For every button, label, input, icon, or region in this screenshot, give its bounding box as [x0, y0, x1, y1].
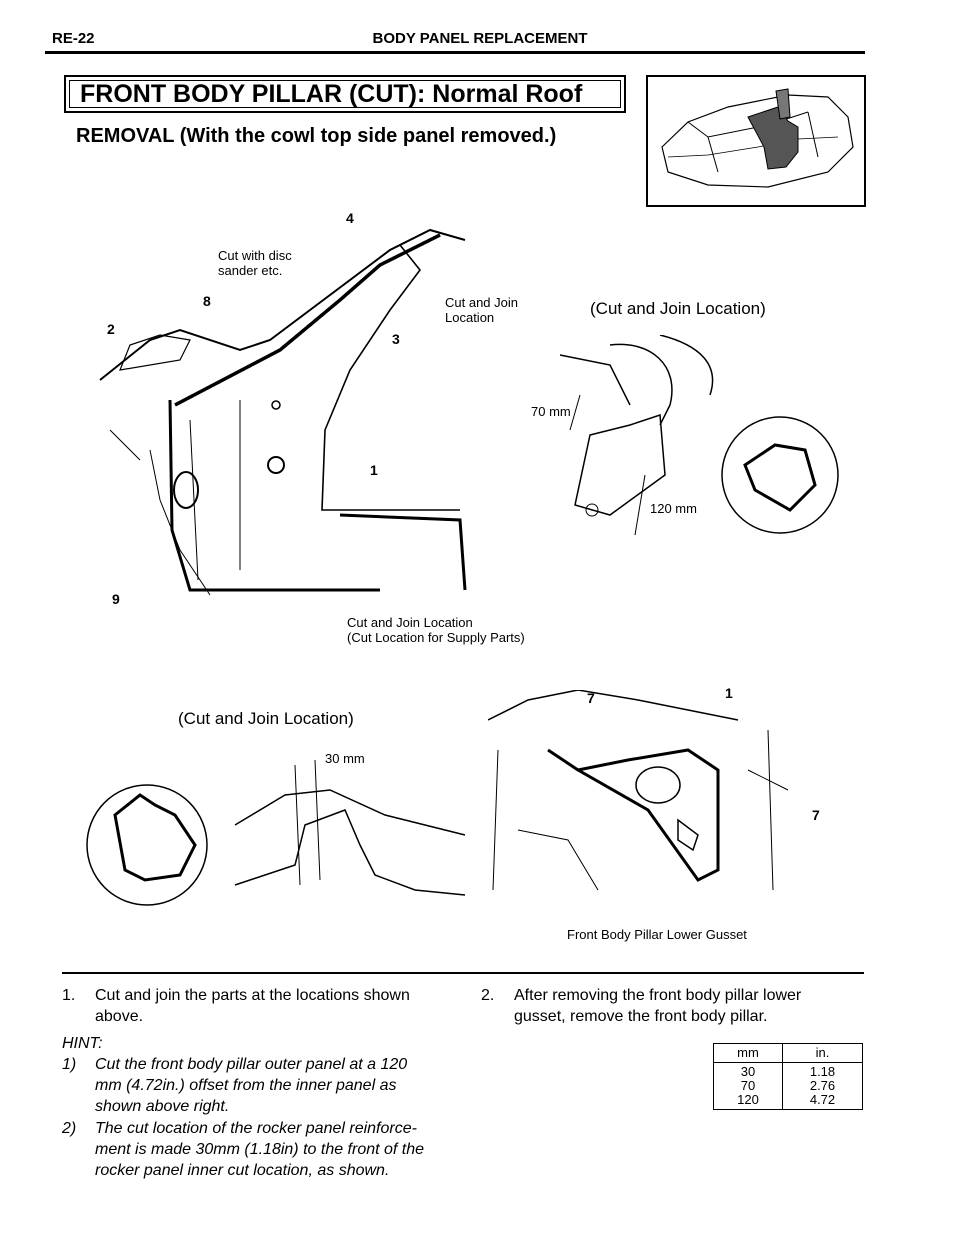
callout-9: 9: [112, 591, 120, 607]
cut-join-bottom-label: Cut and Join Location (Cut Location for …: [347, 615, 525, 645]
car-body-thumbnail: [646, 75, 866, 207]
hint-2: 2) The cut location of the rocker panel …: [62, 1118, 472, 1182]
callout-3: 3: [392, 331, 400, 347]
section-title: BODY PANEL REPLACEMENT: [372, 30, 588, 47]
callout-7b: 7: [812, 807, 820, 823]
callout-7a: 7: [587, 690, 595, 706]
removal-subtitle: REMOVAL (With the cowl top side panel re…: [76, 125, 557, 147]
dim-30-label: 30 mm: [325, 751, 365, 766]
table-header-in: in.: [782, 1043, 863, 1063]
callout-1: 1: [370, 462, 378, 478]
table-header-row: mm in.: [713, 1043, 863, 1063]
hint-2-line3: rocker panel inner cut location, as show…: [95, 1162, 390, 1179]
hint-2-number: 2): [62, 1120, 77, 1137]
dim-120-label: 120 mm: [650, 501, 697, 516]
gusset-label: Front Body Pillar Lower Gusset: [567, 927, 747, 942]
step-2-line1: After removing the front body pillar low…: [514, 987, 802, 1004]
step-1-line1: Cut and join the parts at the locations …: [95, 987, 410, 1004]
step-1: 1. Cut and join the parts at the locatio…: [62, 985, 462, 1027]
step-1-number: 1.: [62, 987, 76, 1004]
cut-join-right-label: (Cut and Join Location): [590, 299, 766, 318]
hint-2-line1: The cut location of the rocker panel rei…: [95, 1120, 417, 1137]
step-1-line2: above.: [95, 1008, 144, 1025]
rocker-cut-detail: [86, 759, 466, 906]
hint-1: 1) Cut the front body pillar outer panel…: [62, 1054, 462, 1118]
conversion-table: mm in. 30 70 120 1.18 2.76 4.72: [713, 1043, 863, 1110]
table-in-values: 1.18 2.76 4.72: [782, 1062, 863, 1110]
hint-heading: HINT:: [62, 1035, 103, 1052]
hint-1-line2: mm (4.72in.) offset from the inner panel…: [95, 1077, 397, 1094]
cut-join-label: Cut and Join Location: [445, 295, 518, 325]
callout-2: 2: [107, 321, 115, 337]
step-2-number: 2.: [481, 987, 495, 1004]
header-rule: [45, 51, 865, 54]
step-2: 2. After removing the front body pillar …: [481, 985, 861, 1027]
table-row: 30 70 120 1.18 2.76 4.72: [713, 1062, 863, 1110]
step-2-line2: gusset, remove the front body pillar.: [514, 1008, 768, 1025]
pillar-cut-detail: [559, 335, 839, 536]
cut-join-left-label: (Cut and Join Location): [178, 709, 354, 728]
page-title: FRONT BODY PILLAR (CUT): Normal Roof: [64, 75, 626, 113]
callout-8: 8: [203, 293, 211, 309]
hint-2-line2: ment is made 30mm (1.18in) to the front …: [95, 1141, 425, 1158]
cut-disc-label: Cut with disc sander etc.: [218, 248, 292, 278]
table-header-mm: mm: [713, 1043, 783, 1063]
hint-1-line3: shown above right.: [95, 1098, 230, 1115]
hint-1-number: 1): [62, 1056, 77, 1073]
callout-1b: 1: [725, 685, 733, 701]
table-mm-values: 30 70 120: [713, 1062, 783, 1110]
gusset-diagram: [488, 690, 789, 891]
dim-70-label: 70 mm: [531, 404, 571, 419]
page-code: RE-22: [52, 30, 95, 47]
front-pillar-diagram: [99, 228, 467, 596]
section-rule: [62, 972, 864, 974]
callout-4: 4: [346, 210, 354, 226]
hint-1-line1: Cut the front body pillar outer panel at…: [95, 1056, 408, 1073]
